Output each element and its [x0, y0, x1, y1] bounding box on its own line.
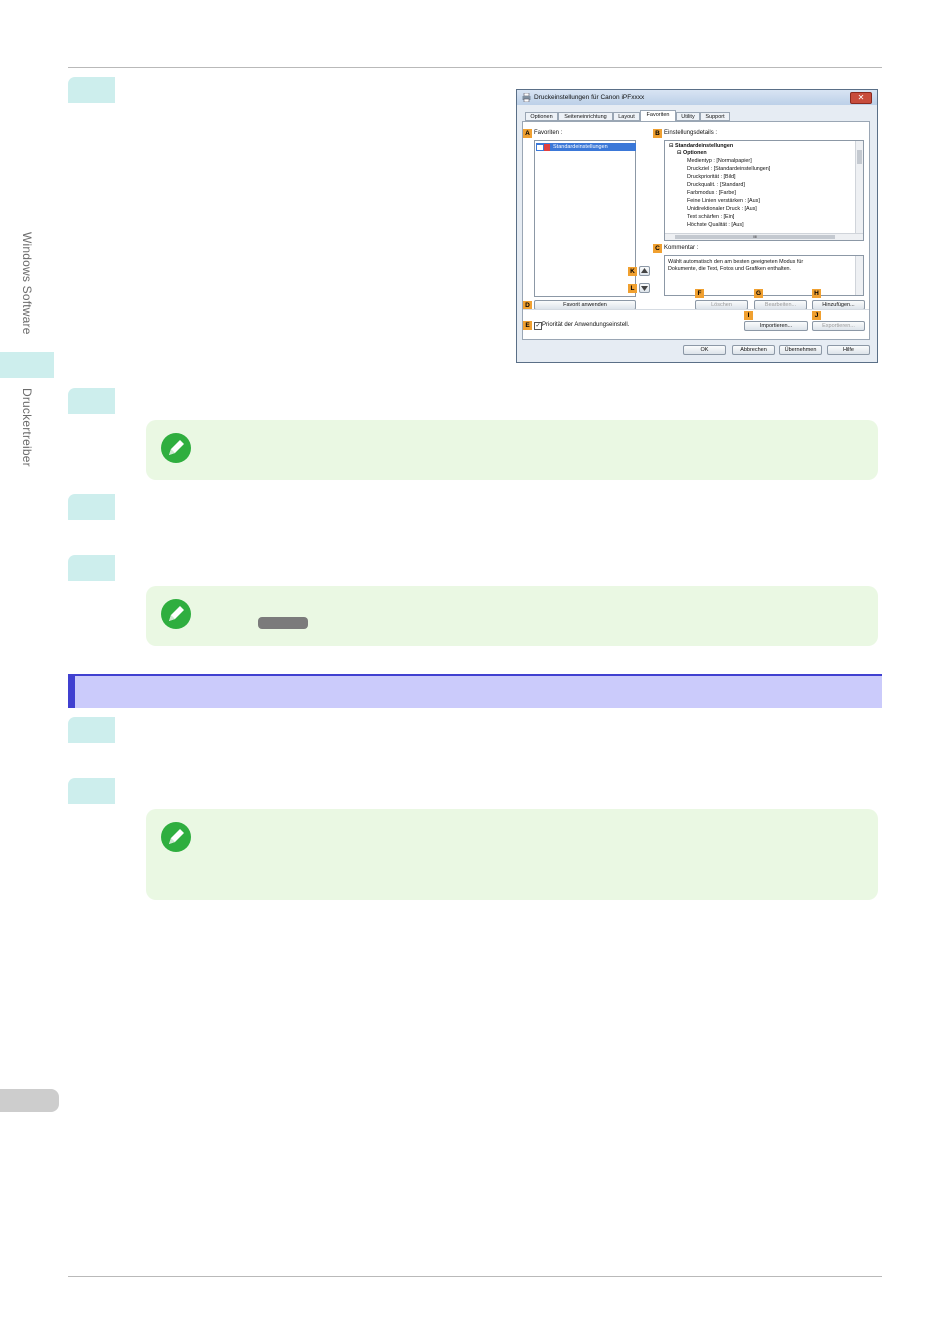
callout-d: D — [523, 301, 532, 310]
pencil-note-icon — [161, 433, 191, 463]
sidebar-druckertreiber: Druckertreiber — [20, 388, 34, 467]
sidebar-windows-software: Windows Software — [20, 232, 34, 335]
close-icon[interactable]: ✕ — [850, 92, 872, 104]
tree-item: Unidirektionaler Druck : [Aus] — [687, 206, 757, 212]
dialog-title: Druckeinstellungen für Canon iPFxxxx — [534, 94, 645, 101]
export-button[interactable]: Exportieren... — [812, 321, 865, 331]
note-box-1 — [146, 420, 878, 480]
step-marker-3 — [68, 494, 115, 520]
tab-utility[interactable]: Utility — [676, 112, 700, 121]
sidebar-active-marker — [0, 352, 54, 378]
note-box-2 — [146, 586, 878, 646]
tree-item: Farbmodus : [Farbe] — [687, 190, 736, 196]
callout-b: B — [653, 129, 662, 138]
comment-label: Kommentar : — [664, 245, 699, 251]
callout-f: F — [695, 289, 704, 298]
comment-line-1: Wählt automatisch den am besten geeignet… — [668, 259, 804, 265]
callout-a: A — [523, 129, 532, 138]
cancel-button[interactable]: Abbrechen — [732, 345, 775, 355]
comment-box[interactable]: Wählt automatisch den am besten geeignet… — [664, 255, 864, 296]
import-button[interactable]: Importieren... — [744, 321, 808, 331]
tab-optionen[interactable]: Optionen — [525, 112, 558, 121]
details-tree[interactable]: ⊟ Standardeinstellungen ⊟ Optionen Medie… — [664, 140, 864, 241]
tree-optionen: ⊟ Optionen — [677, 150, 707, 156]
favorites-item-label: Standardeinstellungen — [553, 144, 608, 150]
note-box-3 — [146, 809, 878, 900]
tab-favoriten[interactable]: Favoriten — [640, 110, 676, 122]
priority-checkbox-label: Priorität der Anwendungseinstell. — [542, 322, 630, 328]
tree-root: ⊟ Standardeinstellungen — [669, 143, 734, 149]
tree-item: Druckqualit. : [Standard] — [687, 182, 745, 188]
callout-g: G — [754, 289, 763, 298]
priority-checkbox[interactable]: ✓ — [534, 322, 542, 330]
help-button[interactable]: Hilfe — [827, 345, 870, 355]
arrow-down-icon — [641, 286, 648, 291]
comment-scrollbar[interactable] — [855, 256, 863, 295]
section-header-top-line — [68, 674, 882, 676]
callout-i: I — [744, 311, 753, 320]
favorite-item-icon — [537, 143, 550, 151]
details-horizontal-scrollbar[interactable]: III — [665, 233, 863, 240]
step-marker-4 — [68, 555, 115, 581]
inline-button-chip — [258, 617, 308, 629]
print-settings-dialog: Druckeinstellungen für Canon iPFxxxx ✕ O… — [516, 89, 878, 363]
header-rule — [68, 67, 882, 68]
ok-button[interactable]: OK — [683, 345, 726, 355]
callout-h: H — [812, 289, 821, 298]
favoriten-panel: A Favoriten : Standardeinstellungen B Ei… — [522, 121, 870, 340]
details-vertical-scrollbar[interactable] — [855, 141, 863, 233]
callout-e: E — [523, 321, 532, 330]
pencil-note-icon — [161, 599, 191, 629]
printer-icon — [522, 93, 531, 102]
tree-item: Medientyp : [Normalpapier] — [687, 158, 752, 164]
favorites-label: Favoriten : — [534, 130, 563, 136]
step-marker-2 — [68, 388, 115, 414]
tree-item: Text schärfen : [Ein] — [687, 214, 735, 220]
tree-item: Feine Linien verstärken : [Aus] — [687, 198, 760, 204]
step-marker-5 — [68, 717, 115, 743]
favorites-list[interactable]: Standardeinstellungen — [534, 140, 636, 297]
favorites-item-selected[interactable]: Standardeinstellungen — [536, 143, 636, 151]
callout-k: K — [628, 267, 637, 276]
tab-seiteneinrichtung[interactable]: Seiteneinrichtung — [558, 112, 613, 121]
move-up-button[interactable] — [639, 266, 650, 276]
tree-item: Höchste Qualität : [Aus] — [687, 222, 744, 228]
comment-line-2: Dokumente, die Text, Fotos und Grafiken … — [668, 266, 792, 272]
dialog-titlebar: Druckeinstellungen für Canon iPFxxxx ✕ — [517, 90, 877, 105]
callout-l: L — [628, 284, 637, 293]
tab-layout[interactable]: Layout — [613, 112, 640, 121]
callout-j: J — [812, 311, 821, 320]
step-marker-1 — [68, 77, 115, 103]
arrow-up-icon — [641, 268, 648, 273]
footer-rule — [68, 1276, 882, 1277]
section-header-band — [68, 674, 882, 708]
callout-c: C — [653, 244, 662, 253]
apply-button[interactable]: Übernehmen — [779, 345, 822, 355]
scrollbar-thumb[interactable] — [857, 150, 862, 164]
panel-divider — [523, 309, 869, 310]
section-header-accent — [68, 674, 75, 708]
tree-item: Druckpriorität : [Bild] — [687, 174, 736, 180]
h-scrollbar-thumb[interactable]: III — [675, 235, 835, 239]
details-label: Einstellungsdetails : — [664, 130, 718, 136]
tree-item: Druckziel : [Standardeinstellungen] — [687, 166, 771, 172]
step-marker-6 — [68, 778, 115, 804]
page-number-tab — [0, 1089, 59, 1112]
tab-support[interactable]: Support — [700, 112, 730, 121]
move-down-button[interactable] — [639, 283, 650, 293]
pencil-note-icon — [161, 822, 191, 852]
